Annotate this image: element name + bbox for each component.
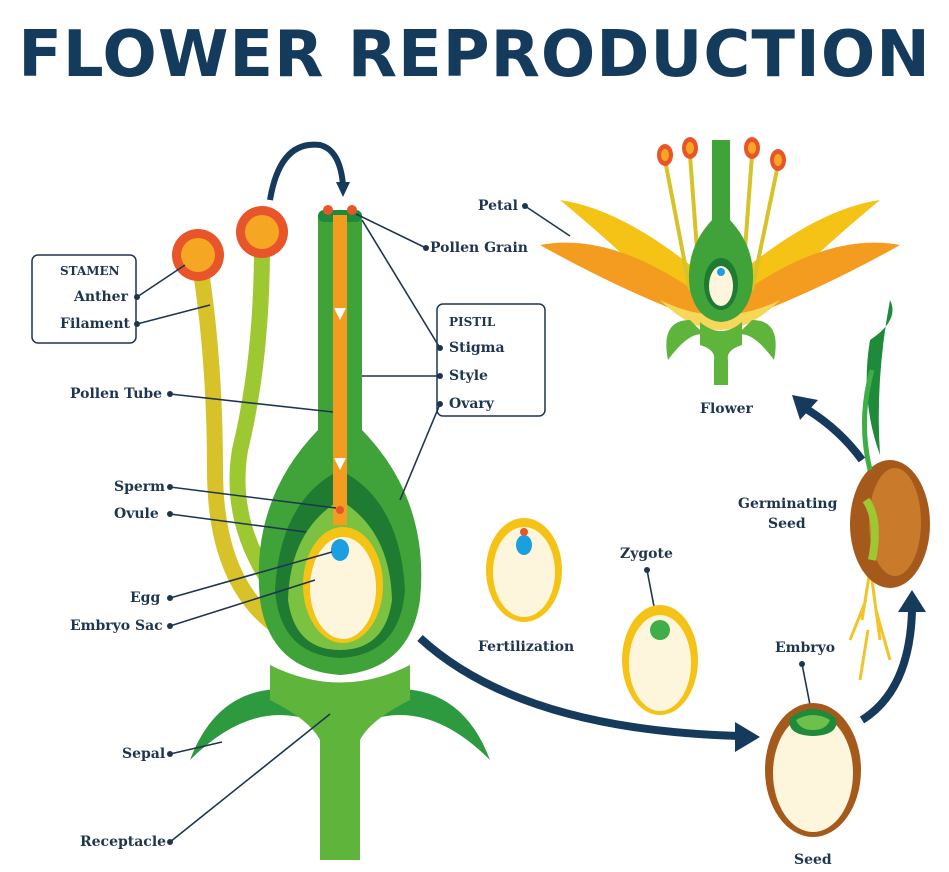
fertilization-arrow	[417, 635, 741, 740]
pistil-box	[436, 303, 546, 417]
label-pollen-grain: Pollen Grain	[430, 240, 528, 256]
label-sperm: Sperm	[114, 479, 165, 495]
full-flower	[540, 137, 900, 385]
embryo-sac	[310, 537, 376, 639]
label-egg: Egg	[130, 590, 160, 606]
label-germinating-seed-line1: Germinating	[738, 496, 838, 512]
label-embryo-sac: Embryo Sac	[70, 618, 163, 634]
petal-left-back	[560, 200, 720, 290]
seed	[765, 703, 861, 837]
label-sepal: Sepal	[122, 746, 165, 762]
label-flower: Flower	[700, 401, 754, 417]
zygote-ovule	[622, 605, 698, 715]
label-receptacle: Receptacle	[80, 834, 166, 850]
label-anther: Anther	[73, 289, 129, 305]
label-ovule: Ovule	[114, 506, 159, 522]
label-ovary: Ovary	[449, 396, 495, 412]
label-seed: Seed	[794, 852, 832, 868]
fertilization-ovule	[486, 518, 562, 622]
label-style: Style	[449, 368, 488, 384]
label-pollen-tube: Pollen Tube	[70, 386, 162, 402]
zygote	[650, 620, 670, 640]
germinating-seed	[848, 300, 930, 681]
label-pistil: PISTIL	[449, 315, 496, 329]
flower-cross-section	[172, 205, 490, 860]
pollination-arrow	[267, 141, 346, 201]
anther-left	[172, 229, 224, 281]
label-stigma: Stigma	[449, 340, 505, 356]
label-fertilization: Fertilization	[478, 639, 574, 655]
filament-left	[192, 257, 308, 648]
sperm	[336, 506, 344, 514]
sepal-left	[190, 688, 310, 760]
egg	[331, 539, 349, 561]
petal-left	[540, 242, 720, 320]
sepal-right	[370, 688, 490, 760]
label-filament: Filament	[60, 316, 131, 332]
pollen-tube	[333, 215, 347, 525]
label-germinating-seed-line2: Seed	[768, 516, 806, 532]
anther-right	[236, 206, 288, 258]
receptacle	[270, 665, 410, 860]
petal-right	[720, 242, 900, 320]
petal-right-back	[720, 200, 880, 290]
label-embryo: Embryo	[775, 640, 835, 656]
growth-arrow	[805, 406, 866, 463]
germination-arrow	[859, 609, 916, 724]
label-petal: Petal	[478, 198, 518, 214]
label-zygote: Zygote	[620, 546, 673, 562]
page-title: FLOWER REPRODUCTION	[18, 18, 931, 92]
label-stamen: STAMEN	[60, 264, 120, 278]
